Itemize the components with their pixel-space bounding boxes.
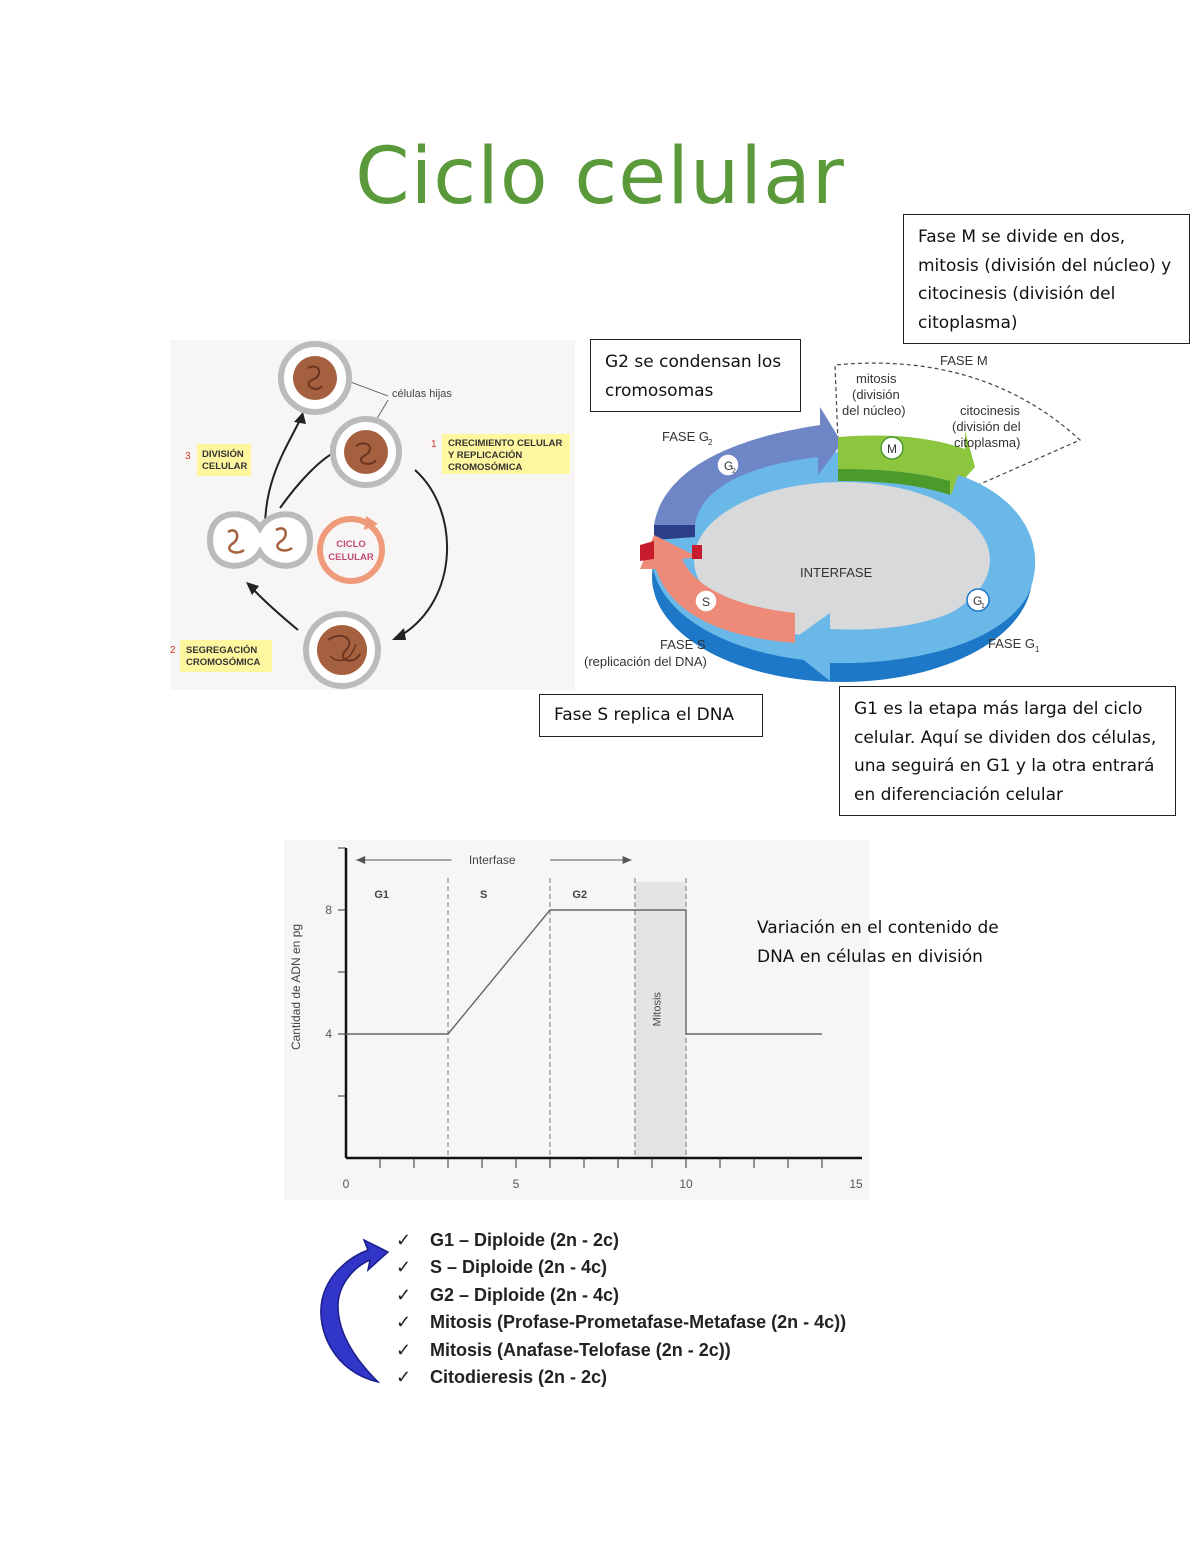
citocinesis-label-2: (división del <box>952 419 1021 434</box>
checklist-arrow <box>312 1234 392 1392</box>
checklist-item: ✓ G2 – Diploide (2n - 4c) <box>396 1285 619 1306</box>
interfase-label: INTERFASE <box>800 565 873 580</box>
cycle-center-label-2: CELULAR <box>328 552 374 563</box>
mitosis-label-3: del núcleo) <box>842 403 906 418</box>
step2-number: 2 <box>170 645 176 656</box>
ploidy-checklist: ✓ G1 – Diploide (2n - 2c) ✓ S – Diploide (… <box>396 1230 896 1400</box>
interfase-arrow-head-left <box>356 856 366 864</box>
step2-label-2: CROMOSÓMICA <box>186 656 261 668</box>
phase-label: G2 <box>572 889 587 901</box>
mitosis-label-1: mitosis <box>856 371 897 386</box>
interfase-label: Interfase <box>469 853 516 867</box>
badge-s: S <box>702 595 710 609</box>
citocinesis-label-3: citoplasma) <box>954 435 1020 450</box>
x-tick-label: 0 <box>343 1177 350 1191</box>
phase-label: G1 <box>374 889 389 901</box>
checklist-item: ✓ S – Diploide (2n - 4c) <box>396 1257 607 1278</box>
chart-y-axis-label: Cantidad de ADN en pg <box>289 923 303 1051</box>
check-icon: ✓ <box>396 1312 412 1332</box>
phase-label-mitosis: Mitosis <box>652 992 664 1027</box>
checklist-item-label: Citodieresis (2n - 2c) <box>430 1367 608 1387</box>
checklist-item: ✓ Mitosis (Profase-Prometafase-Metafase (… <box>396 1312 846 1333</box>
check-icon: ✓ <box>396 1230 412 1250</box>
cell-cycle-phase-diagram: G 2 M G 1 S INTERFASE FASE M mitosis (di… <box>580 345 1090 685</box>
chart-note: Variación en el contenido de DNA en célu… <box>757 918 999 967</box>
checklist-item-label: G1 – Diploide (2n - 2c) <box>430 1230 620 1250</box>
daughter-cell-middle <box>330 416 402 488</box>
citocinesis-label-1: citocinesis <box>960 403 1020 418</box>
step3-label-2: CELULAR <box>202 461 248 472</box>
step1-label-2: Y REPLICACIÓN <box>448 449 522 461</box>
x-tick-label: 10 <box>679 1177 693 1191</box>
y-tick-label: 8 <box>325 903 332 917</box>
checklist-item-label: S – Diploide (2n - 4c) <box>430 1257 608 1277</box>
check-icon: ✓ <box>396 1367 412 1387</box>
check-icon: ✓ <box>396 1285 412 1305</box>
svg-text:2: 2 <box>732 468 736 475</box>
fase-s-note: (replicación del DNA) <box>584 654 707 669</box>
daughter-cell-top <box>278 341 352 415</box>
bottom-cell <box>303 611 381 689</box>
page-title: Ciclo celular <box>355 132 845 222</box>
curved-arrow-icon <box>320 1238 390 1384</box>
y-tick-label: 4 <box>325 1027 332 1041</box>
badge-m: M <box>887 442 897 456</box>
ciclo-celular-icon: CICLO CELULAR <box>317 516 385 584</box>
fase-m-label: FASE M <box>940 353 988 368</box>
step1-label-1: CRECIMIENTO CELULAR <box>448 438 562 449</box>
step1-number: 1 <box>431 439 437 450</box>
phase-diagram-svg: G 2 M G 1 S INTERFASE FASE M mitosis (di… <box>584 353 1082 682</box>
check-icon: ✓ <box>396 1257 412 1277</box>
checklist-item: ✓ Mitosis (Anafase-Telofase (2n - 2c)) <box>396 1340 731 1361</box>
checklist-item-label: G2 – Diploide (2n - 4c) <box>430 1285 620 1305</box>
checklist-item: ✓ Citodieresis (2n - 2c) <box>396 1367 607 1388</box>
interfase-arrow-head-right <box>622 856 632 864</box>
badge-g2: G <box>724 459 733 473</box>
fase-g1-sub: 1 <box>1035 645 1040 654</box>
checklist-item-label: Mitosis (Profase-Prometafase-Metafase (2… <box>430 1312 847 1332</box>
step3-number: 3 <box>185 451 191 462</box>
dna-content-line <box>346 909 822 1035</box>
phase-label: S <box>480 889 487 901</box>
x-tick-label: 15 <box>849 1177 863 1191</box>
daughter-cells-label: células hijas <box>392 388 452 400</box>
callout-g2: G2 se condensan los cromosomas <box>590 339 801 412</box>
step1-label-3: CROMOSÓMICA <box>448 461 523 473</box>
fase-g2-label: FASE G <box>662 429 709 444</box>
step3-label-1: DIVISIÓN <box>202 448 244 460</box>
mitosis-label-2: (división <box>852 387 900 402</box>
mitosis-band <box>635 882 686 1158</box>
cell-cycle-illustration: CICLO CELULAR células hijas 1 CRECIMIENT… <box>170 340 575 690</box>
callout-g1: G1 es la etapa más larga del ciclo celul… <box>839 686 1176 816</box>
check-icon: ✓ <box>396 1340 412 1360</box>
dividing-cell <box>206 511 314 569</box>
interfase-label-bg <box>451 850 550 870</box>
callout-fase-m: Fase M se divide en dos, mitosis (divisi… <box>903 214 1190 344</box>
checklist-item-label: Mitosis (Anafase-Telofase (2n - 2c)) <box>430 1340 731 1360</box>
checklist-item: ✓ G1 – Diploide (2n - 2c) <box>396 1230 619 1251</box>
fase-g2-sub: 2 <box>708 438 713 447</box>
badge-g1: G <box>973 594 982 608</box>
x-tick-label: 5 <box>513 1177 520 1191</box>
svg-text:1: 1 <box>981 603 985 610</box>
fase-g1-label: FASE G <box>988 636 1035 651</box>
cycle-center-label-1: CICLO <box>336 539 366 550</box>
fase-s-label: FASE S <box>660 637 706 652</box>
callout-s: Fase S replica el DNA <box>539 694 763 737</box>
step2-label-1: SEGREGACIÓN <box>186 644 257 656</box>
cell-cycle-illustration-svg: CICLO CELULAR células hijas 1 CRECIMIENT… <box>170 341 570 689</box>
